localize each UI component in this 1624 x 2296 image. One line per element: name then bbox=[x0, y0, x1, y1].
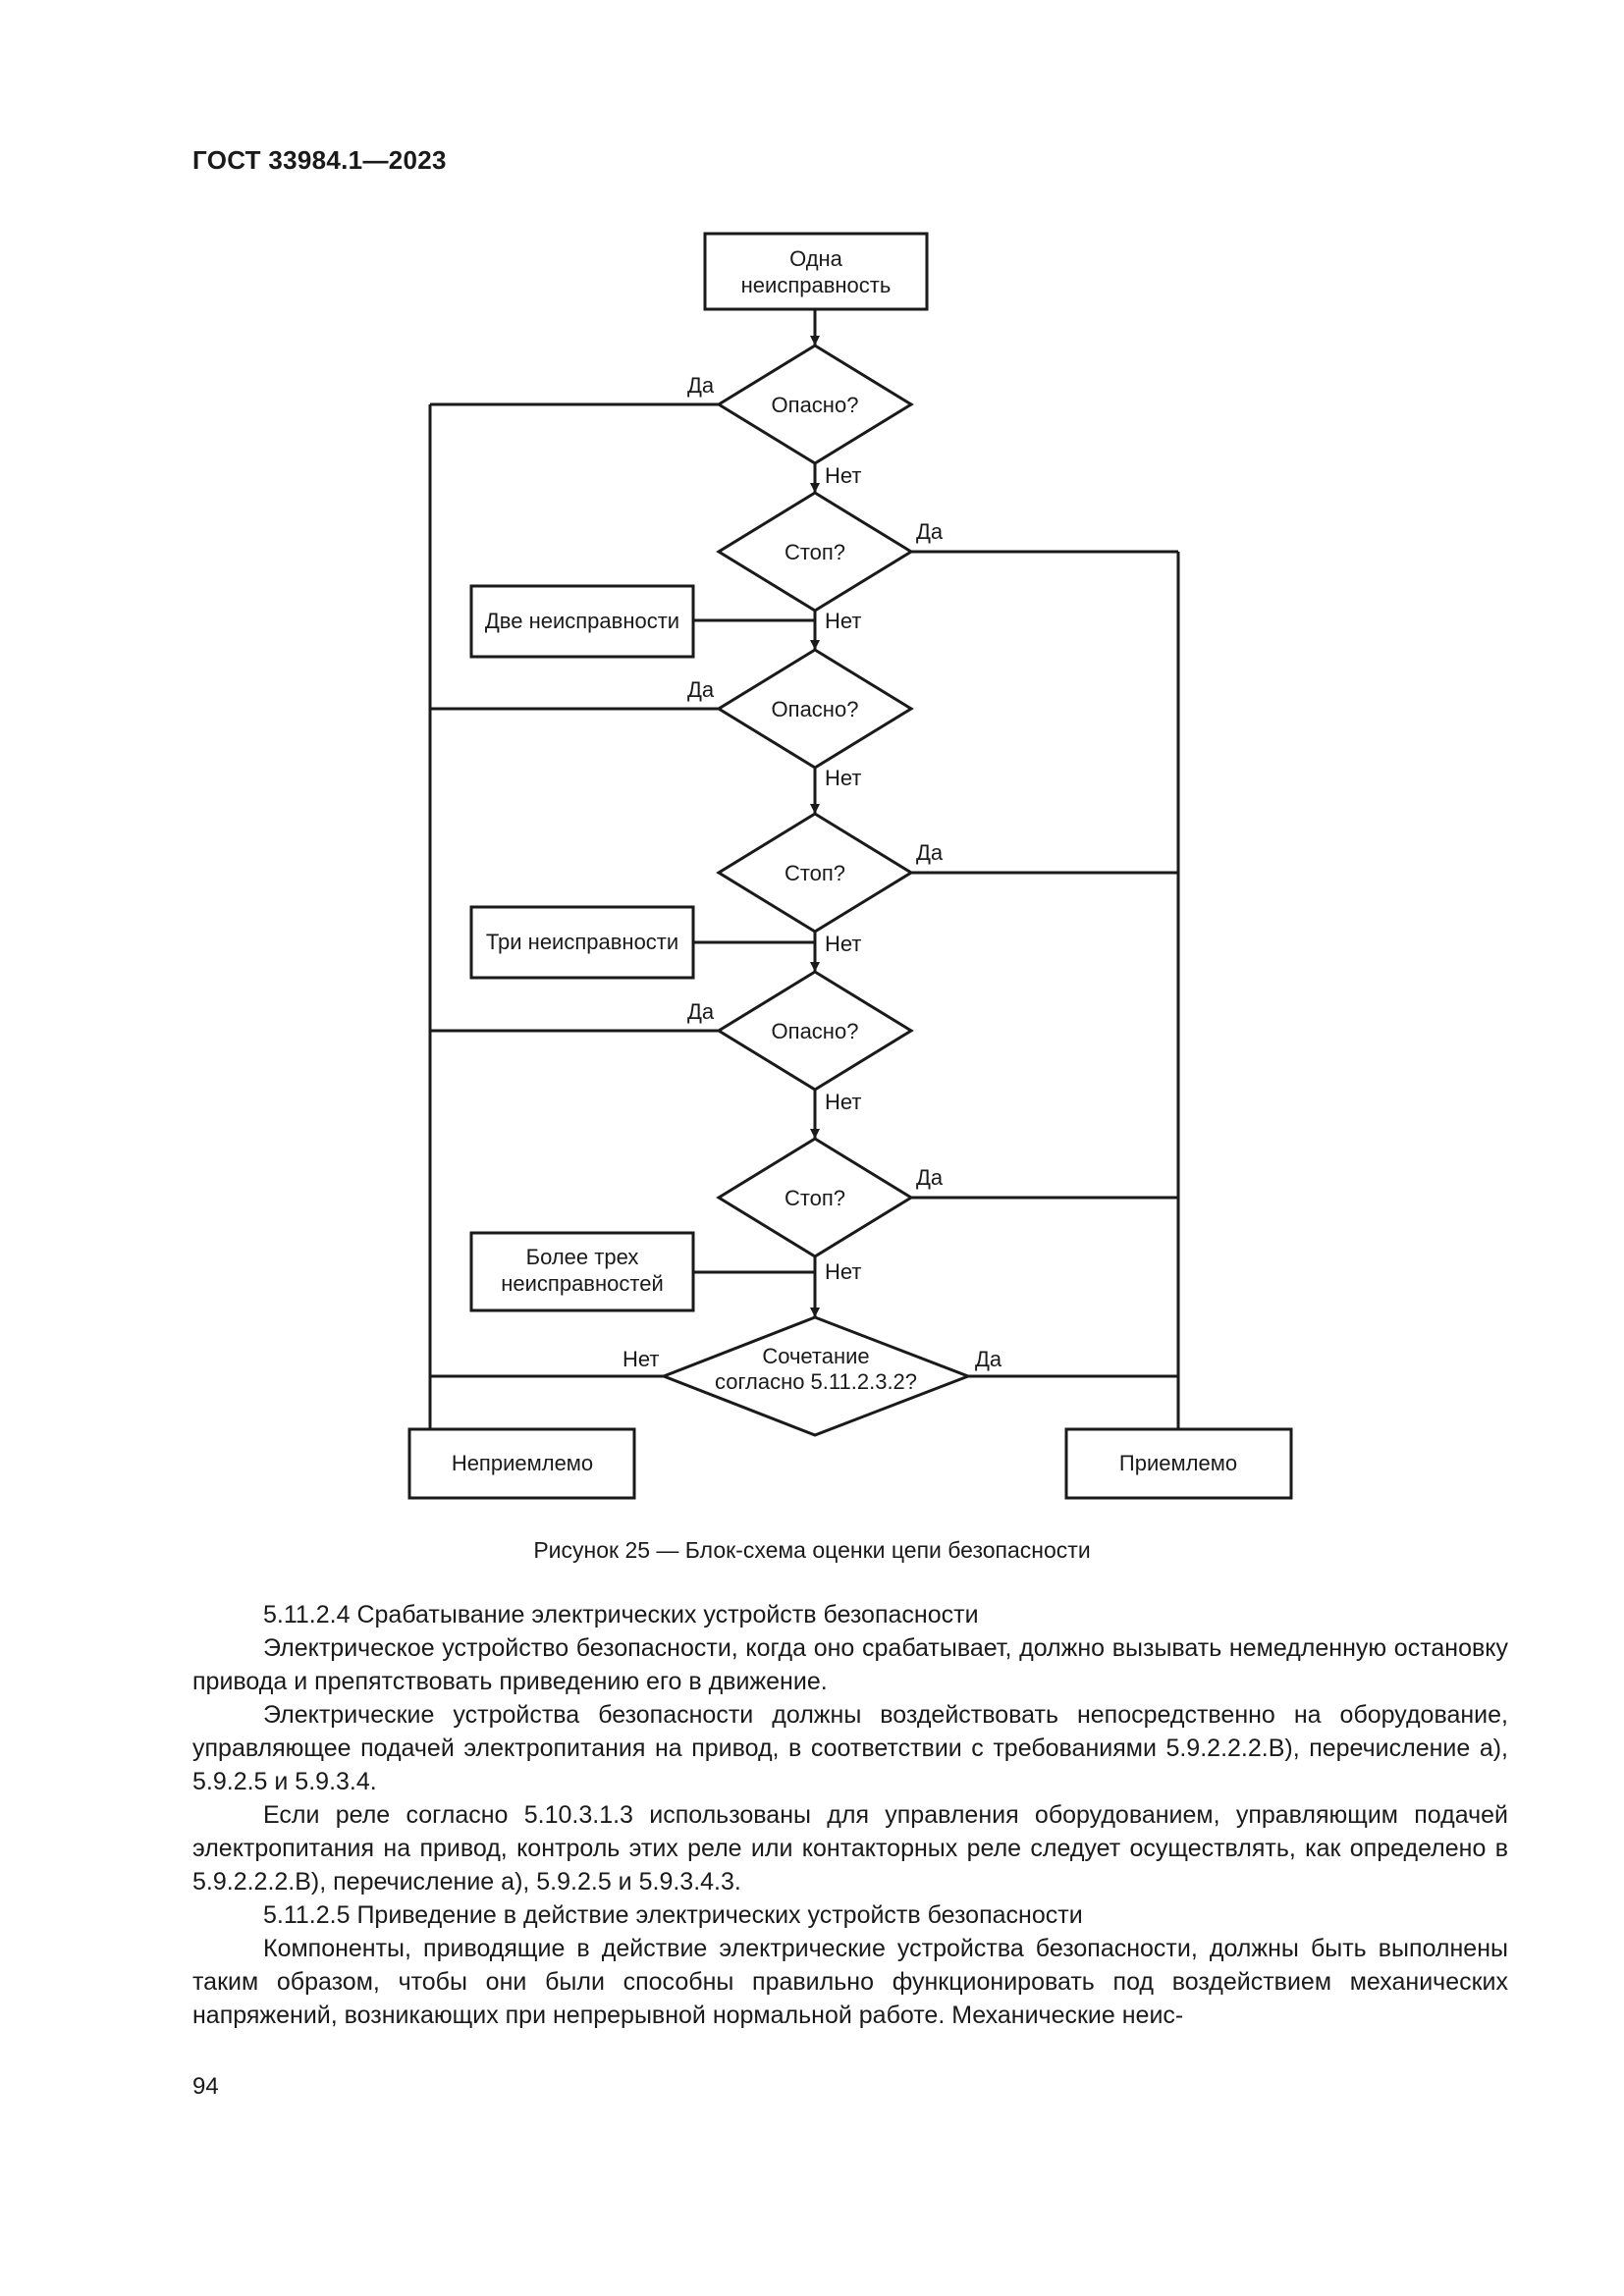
node-d4 bbox=[716, 812, 914, 934]
paragraph: Если реле согласно 5.10.3.1.3 использова… bbox=[192, 1801, 1508, 1896]
node-start bbox=[703, 232, 929, 311]
flowchart: Одна неисправность Опасно? Стоп? Две неи… bbox=[407, 232, 1293, 1500]
node-d7-line1: Сочетание bbox=[762, 1344, 869, 1368]
node-more-faults bbox=[469, 1231, 695, 1312]
node-more-faults-line1: Более трех bbox=[526, 1245, 639, 1269]
label-d5-yes: Да bbox=[687, 999, 715, 1024]
node-d6-label: Стоп? bbox=[785, 1186, 845, 1210]
node-d4-label: Стоп? bbox=[785, 861, 845, 885]
node-unacceptable bbox=[407, 1427, 636, 1500]
figure-caption: Рисунок 25 — Блок-схема оценки цепи безо… bbox=[533, 1537, 1091, 1563]
section-heading-5-11-2-4: 5.11.2.4 Срабатывание электрических устр… bbox=[263, 1601, 979, 1629]
label-d2-yes: Да bbox=[916, 519, 944, 544]
label-d2-no: Нет bbox=[825, 609, 861, 633]
node-d5 bbox=[716, 970, 914, 1092]
label-d6-no: Нет bbox=[825, 1259, 861, 1284]
label-d6-yes: Да bbox=[916, 1165, 944, 1190]
label-d3-no: Нет bbox=[825, 766, 861, 790]
node-acceptable bbox=[1064, 1427, 1293, 1500]
node-start-line2: неисправность bbox=[741, 273, 892, 297]
node-start-line1: Одна bbox=[789, 246, 843, 271]
label-d1-no: Нет bbox=[825, 463, 861, 488]
node-two-faults bbox=[469, 584, 695, 659]
node-acceptable-label: Приемлемо bbox=[1119, 1451, 1237, 1475]
node-d1-label: Опасно? bbox=[772, 393, 859, 417]
node-d1 bbox=[716, 344, 914, 465]
node-d2-label: Стоп? bbox=[785, 540, 845, 564]
node-d5-label: Опасно? bbox=[772, 1019, 859, 1043]
node-d7 bbox=[659, 1315, 973, 1437]
paragraph: Компоненты, приводящие в действие электр… bbox=[192, 1935, 1508, 2029]
node-unacceptable-label: Неприемлемо bbox=[452, 1451, 593, 1475]
page-number: 94 bbox=[192, 2073, 219, 2100]
label-d7-yes: Да bbox=[975, 1347, 1002, 1371]
paragraph: Электрическое устройство безопасности, к… bbox=[192, 1634, 1508, 1695]
body-text: 5.11.2.4 Срабатывание электрических устр… bbox=[192, 1598, 1508, 2032]
label-d1-yes: Да bbox=[687, 373, 715, 398]
node-three-faults-label: Три неисправности bbox=[486, 930, 678, 954]
node-d2 bbox=[716, 491, 914, 613]
node-more-faults-line2: неисправностей bbox=[501, 1271, 663, 1296]
label-d7-no: Нет bbox=[623, 1347, 659, 1371]
label-d3-yes: Да bbox=[687, 677, 715, 702]
node-three-faults bbox=[469, 905, 695, 980]
node-two-faults-label: Две неисправности bbox=[485, 609, 679, 633]
node-d3 bbox=[716, 648, 914, 770]
node-d6 bbox=[716, 1137, 914, 1258]
paragraph: Электрические устройства безопасности до… bbox=[192, 1701, 1508, 1795]
node-d3-label: Опасно? bbox=[772, 697, 859, 721]
node-d7-line2: согласно 5.11.2.3.2? bbox=[715, 1369, 917, 1394]
label-d4-yes: Да bbox=[916, 840, 944, 865]
label-d4-no: Нет bbox=[825, 932, 861, 956]
label-d5-no: Нет bbox=[825, 1090, 861, 1114]
document-header: ГОСТ 33984.1—2023 bbox=[192, 145, 447, 175]
section-heading-5-11-2-5: 5.11.2.5 Приведение в действие электриче… bbox=[263, 1901, 1083, 1929]
